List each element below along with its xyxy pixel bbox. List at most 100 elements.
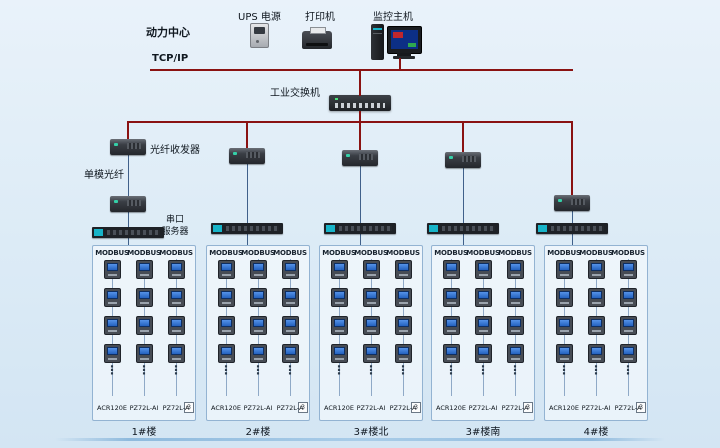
building-group-3: MODBUS ⋮ ACR120E MODBUS ⋮ PZ72L-AI MODBU… [319, 245, 423, 421]
energy-meter-icon [362, 344, 380, 363]
modbus-column: MODBUS ⋮ PZ72L-AI [127, 246, 161, 420]
energy-meter-icon [587, 288, 605, 307]
modbus-column: MODBUS ⋮ ACR120E [322, 246, 356, 420]
meter-stack [281, 260, 299, 363]
energy-meter-icon [135, 316, 153, 335]
branch-drop-1 [127, 122, 129, 140]
meter-model-label: ACR120E [436, 404, 466, 412]
serial-server-label: 串口 服务器 [152, 214, 198, 238]
serial-drop-1 [128, 238, 129, 246]
fiber-line-5 [572, 211, 573, 224]
modbus-label: MODBUS [386, 249, 420, 257]
energy-meter-icon [474, 260, 492, 279]
modbus-column: MODBUS ⋮ PZ72L-A [273, 246, 307, 420]
energy-meter-icon [167, 288, 185, 307]
switch-downlink-line [359, 111, 361, 122]
switch-uplink-line [359, 70, 361, 96]
continuation-dots-icon: ⋮ [509, 363, 521, 377]
modbus-column: MODBUS ⋮ PZ72L-AI [241, 246, 275, 420]
modbus-column: MODBUS ⋮ PZ72L-A [159, 246, 193, 420]
serial-server-icon-4 [427, 223, 499, 234]
building-label-2: 2#楼 [245, 427, 271, 438]
serial-drop-5 [572, 234, 573, 246]
meter-stack [394, 260, 412, 363]
continuation-dots-icon: ⋮ [365, 363, 377, 377]
energy-meter-icon [135, 344, 153, 363]
continuation-dots-icon: ⋮ [622, 363, 634, 377]
serial-server-icon-1 [92, 227, 164, 238]
energy-meter-icon [135, 260, 153, 279]
modbus-label: MODBUS [466, 249, 500, 257]
branch-bus-line [127, 121, 573, 123]
energy-meter-icon [442, 316, 460, 335]
energy-meter-icon [474, 316, 492, 335]
energy-meter-icon [330, 260, 348, 279]
fiber-line-1b [128, 212, 129, 228]
meter-model-label: PZ72L-A [162, 404, 190, 412]
energy-meter-icon [362, 316, 380, 335]
count-badge: 3 [523, 402, 533, 413]
meter-model-label: ACR120E [324, 404, 354, 412]
modbus-column: MODBUS ⋮ PZ72L-AI [354, 246, 388, 420]
energy-meter-icon [442, 260, 460, 279]
energy-meter-icon [330, 316, 348, 335]
energy-meter-icon [619, 316, 637, 335]
energy-meter-icon [506, 260, 524, 279]
modbus-column: MODBUS ⋮ PZ72L-A [498, 246, 532, 420]
meter-stack [362, 260, 380, 363]
meter-model-label: ACR120E [211, 404, 241, 412]
meter-stack [103, 260, 121, 363]
modbus-label: MODBUS [127, 249, 161, 257]
industrial-switch-icon [329, 95, 391, 111]
energy-meter-icon [217, 260, 235, 279]
meter-stack [249, 260, 267, 363]
continuation-dots-icon: ⋮ [558, 363, 570, 377]
energy-meter-icon [281, 316, 299, 335]
energy-meter-icon [587, 316, 605, 335]
modbus-label: MODBUS [547, 249, 581, 257]
meter-model-label: PZ72L-A [614, 404, 642, 412]
count-badge: 3 [298, 402, 308, 413]
energy-meter-icon [555, 260, 573, 279]
energy-meter-icon [619, 344, 637, 363]
building-label-4: 3#楼南 [465, 427, 501, 438]
ups-device-icon [250, 23, 269, 48]
serial-server-icon-3 [324, 223, 396, 234]
meter-model-label: PZ72L-AI [581, 404, 611, 412]
meter-model-label: PZ72L-AI [468, 404, 498, 412]
energy-meter-icon [506, 288, 524, 307]
energy-meter-icon [167, 316, 185, 335]
ups-label: UPS 电源 [238, 12, 281, 23]
modbus-label: MODBUS [434, 249, 468, 257]
fiber-transceiver-icon-1b [110, 196, 146, 212]
branch-drop-5 [571, 122, 573, 196]
energy-meter-icon [506, 344, 524, 363]
continuation-dots-icon: ⋮ [284, 363, 296, 377]
branch-drop-2 [246, 122, 248, 149]
fiber-transceiver-icon-5 [554, 195, 590, 211]
modbus-label: MODBUS [498, 249, 532, 257]
host-tower-icon [371, 24, 384, 60]
continuation-dots-icon: ⋮ [138, 363, 150, 377]
modbus-column: MODBUS ⋮ PZ72L-AI [579, 246, 613, 420]
fiber-transceiver-icon-4 [445, 152, 481, 168]
modbus-column: MODBUS ⋮ ACR120E [434, 246, 468, 420]
energy-meter-icon [394, 260, 412, 279]
tcpip-label: TCP/IP [152, 53, 189, 64]
energy-meter-icon [619, 288, 637, 307]
host-drop-line [399, 58, 401, 70]
building-label-1: 1#楼 [131, 427, 157, 438]
modbus-label: MODBUS [354, 249, 388, 257]
monitor-stand [397, 53, 411, 56]
building-group-5: MODBUS ⋮ ACR120E MODBUS ⋮ PZ72L-AI MODBU… [544, 245, 648, 421]
modbus-column: MODBUS ⋮ PZ72L-A [611, 246, 645, 420]
monitor-host-label: 监控主机 [373, 12, 413, 23]
modbus-column: MODBUS ⋮ ACR120E [209, 246, 243, 420]
monitor-base [393, 56, 415, 59]
energy-meter-icon [555, 316, 573, 335]
count-badge: 3 [636, 402, 646, 413]
continuation-dots-icon: ⋮ [106, 363, 118, 377]
continuation-dots-icon: ⋮ [445, 363, 457, 377]
meter-model-label: ACR120E [97, 404, 127, 412]
